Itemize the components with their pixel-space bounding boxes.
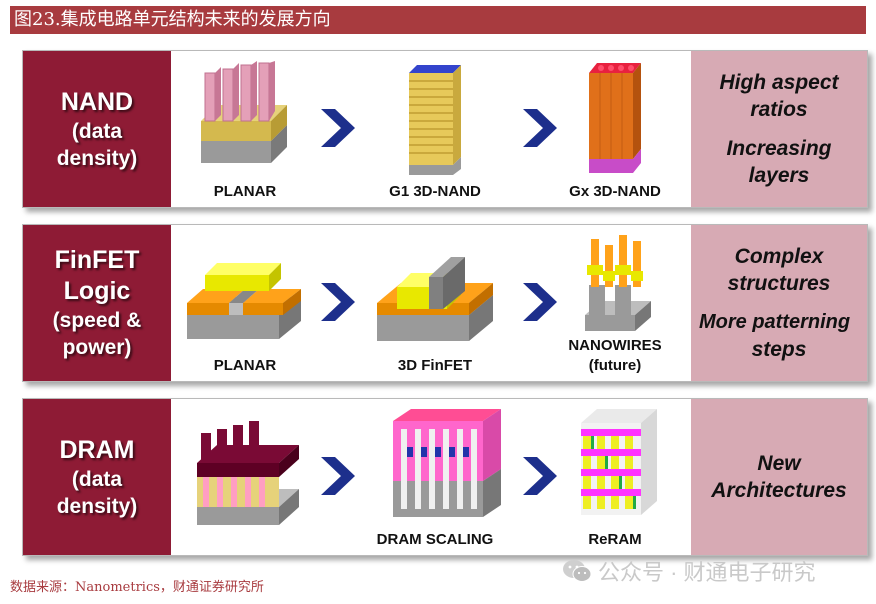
- figure-title: 图23.集成电路单元结构未来的发展方向: [10, 6, 866, 34]
- watermark: 公众号 · 财通电子研究: [562, 555, 816, 587]
- dram-label: DRAM (data density): [23, 399, 171, 555]
- nand-desc-line4: layers: [748, 164, 810, 187]
- finfet-desc-line2: structures: [727, 272, 831, 295]
- nand-label-line2: (data: [71, 119, 123, 143]
- dram-desc-line2: Architectures: [711, 479, 847, 502]
- nand-row: NAND (data density) PLANAR: [22, 50, 868, 208]
- nanowires-illustration: [585, 235, 651, 331]
- dram-desc-line1: New: [757, 452, 801, 475]
- nand-caption-planar: PLANAR: [213, 183, 277, 200]
- finfet-caption-future: (future): [588, 357, 642, 374]
- reram-illustration: [581, 409, 657, 515]
- dram-label-line1: DRAM: [59, 435, 135, 464]
- finfet-3d-illustration: [377, 257, 493, 341]
- finfet-desc-line3: More patterning: [699, 311, 851, 333]
- nand-gx-3d-illustration: [589, 63, 641, 173]
- nand-description: High aspect ratios Increasing layers: [691, 51, 867, 207]
- watermark-text: 公众号 · 财通电子研究: [598, 560, 816, 585]
- nand-label-line1: NAND: [60, 87, 134, 116]
- wechat-icon: [563, 560, 592, 582]
- dram-description: New Architectures: [691, 399, 867, 555]
- dram-label-line2: (data: [71, 467, 123, 491]
- finfet-caption-planar: PLANAR: [213, 357, 277, 374]
- finfet-description: Complex structures More patterning steps: [691, 225, 867, 381]
- finfet-label-line4: power): [62, 336, 132, 359]
- nand-caption-gx: Gx 3D-NAND: [569, 183, 661, 200]
- nand-desc-line2: ratios: [750, 98, 808, 121]
- dram-label-line3: density): [56, 494, 138, 518]
- finfet-label-line3: (speed &: [52, 309, 142, 332]
- finfet-caption-nanowires: NANOWIRES: [568, 337, 662, 354]
- chevron-right-icon: [523, 109, 557, 147]
- chevron-right-icon: [321, 457, 355, 495]
- finfet-label: FinFET Logic (speed & power): [23, 225, 171, 381]
- finfet-desc-line1: Complex: [734, 245, 824, 268]
- dram-scaling-illustration: [393, 409, 501, 517]
- source-note: 数据来源：Nanometrics，财通证券研究所: [10, 580, 264, 595]
- finfet-row: FinFET Logic (speed & power) PLANAR: [22, 224, 868, 382]
- nand-desc-line1: High aspect: [719, 71, 839, 94]
- chevron-right-icon: [321, 283, 355, 321]
- finfet-label-line1: FinFET: [54, 246, 140, 274]
- finfet-desc-line4: steps: [751, 338, 807, 361]
- dram-caption-scaling: DRAM SCALING: [376, 531, 494, 548]
- nand-label-line3: density): [56, 146, 138, 170]
- dram-planar-illustration: [197, 421, 299, 525]
- finfet-caption-3d: 3D FinFET: [397, 357, 473, 374]
- nand-g1-3d-illustration: [409, 65, 461, 175]
- nand-caption-g1: G1 3D-NAND: [389, 183, 481, 200]
- nand-label: NAND (data density): [23, 51, 171, 207]
- nand-desc-line3: Increasing: [726, 137, 832, 160]
- chevron-right-icon: [523, 457, 557, 495]
- chevron-right-icon: [523, 283, 557, 321]
- dram-row: DRAM (data density): [22, 398, 868, 556]
- chevron-right-icon: [321, 109, 355, 147]
- dram-caption-reram: ReRAM: [588, 531, 642, 548]
- finfet-planar-illustration: [187, 263, 301, 339]
- finfet-label-line2: Logic: [63, 277, 131, 305]
- nand-planar-illustration: [201, 61, 287, 163]
